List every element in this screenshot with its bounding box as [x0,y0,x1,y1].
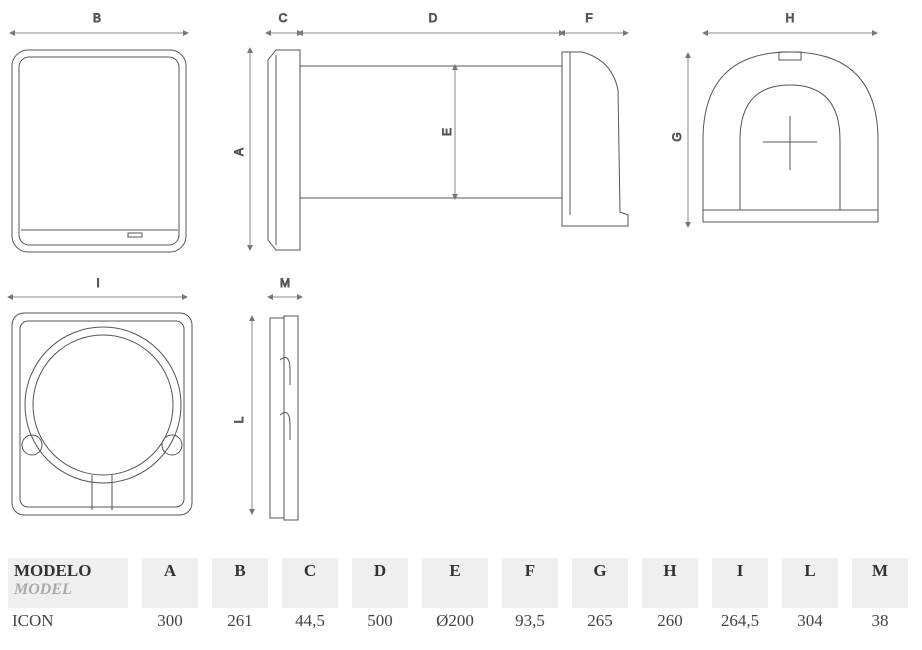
column-header: B [212,558,268,608]
value-h: 260 [657,611,683,630]
value-g: 265 [587,611,613,630]
value-b: 261 [227,611,253,630]
value-m: 38 [871,611,889,630]
label-f: F [585,11,592,25]
label-d: D [429,11,438,25]
label-i: I [96,276,99,290]
label-m: M [280,276,290,290]
value-i: 264,5 [720,611,760,630]
model-header: MODELO MODEL [8,558,128,608]
column-header: L [782,558,838,608]
side-view [267,49,629,251]
model-header-it: MODELO [14,561,92,580]
label-g: G [670,132,684,141]
base-plate-front-view [11,312,193,516]
column-header: F [502,558,558,608]
model-name: ICON [12,611,54,630]
value-a: 300 [157,611,183,630]
base-plate-side-view [269,315,299,521]
value-f: 93,5 [515,611,545,630]
column-header: A [142,558,198,608]
label-e: E [440,128,454,136]
column-header: C [282,558,338,608]
front-view [11,49,187,253]
label-l: L [232,416,246,423]
column-header: M [852,558,908,608]
model-header-en: MODEL [14,581,72,598]
value-d: 500 [367,611,393,630]
value-l: 304 [797,611,823,630]
label-c: C [279,11,288,25]
label-a: A [232,148,246,156]
value-e: Ø200 [436,611,474,630]
column-header: H [642,558,698,608]
back-view [702,51,879,223]
column-header: G [572,558,628,608]
column-header: D [352,558,408,608]
label-h: H [786,11,795,25]
column-header: E [422,558,488,608]
technical-drawing: B C D F A E H G I M L [7,11,879,521]
column-header: I [712,558,768,608]
label-b: B [93,11,101,25]
value-c: 44,5 [295,611,325,630]
